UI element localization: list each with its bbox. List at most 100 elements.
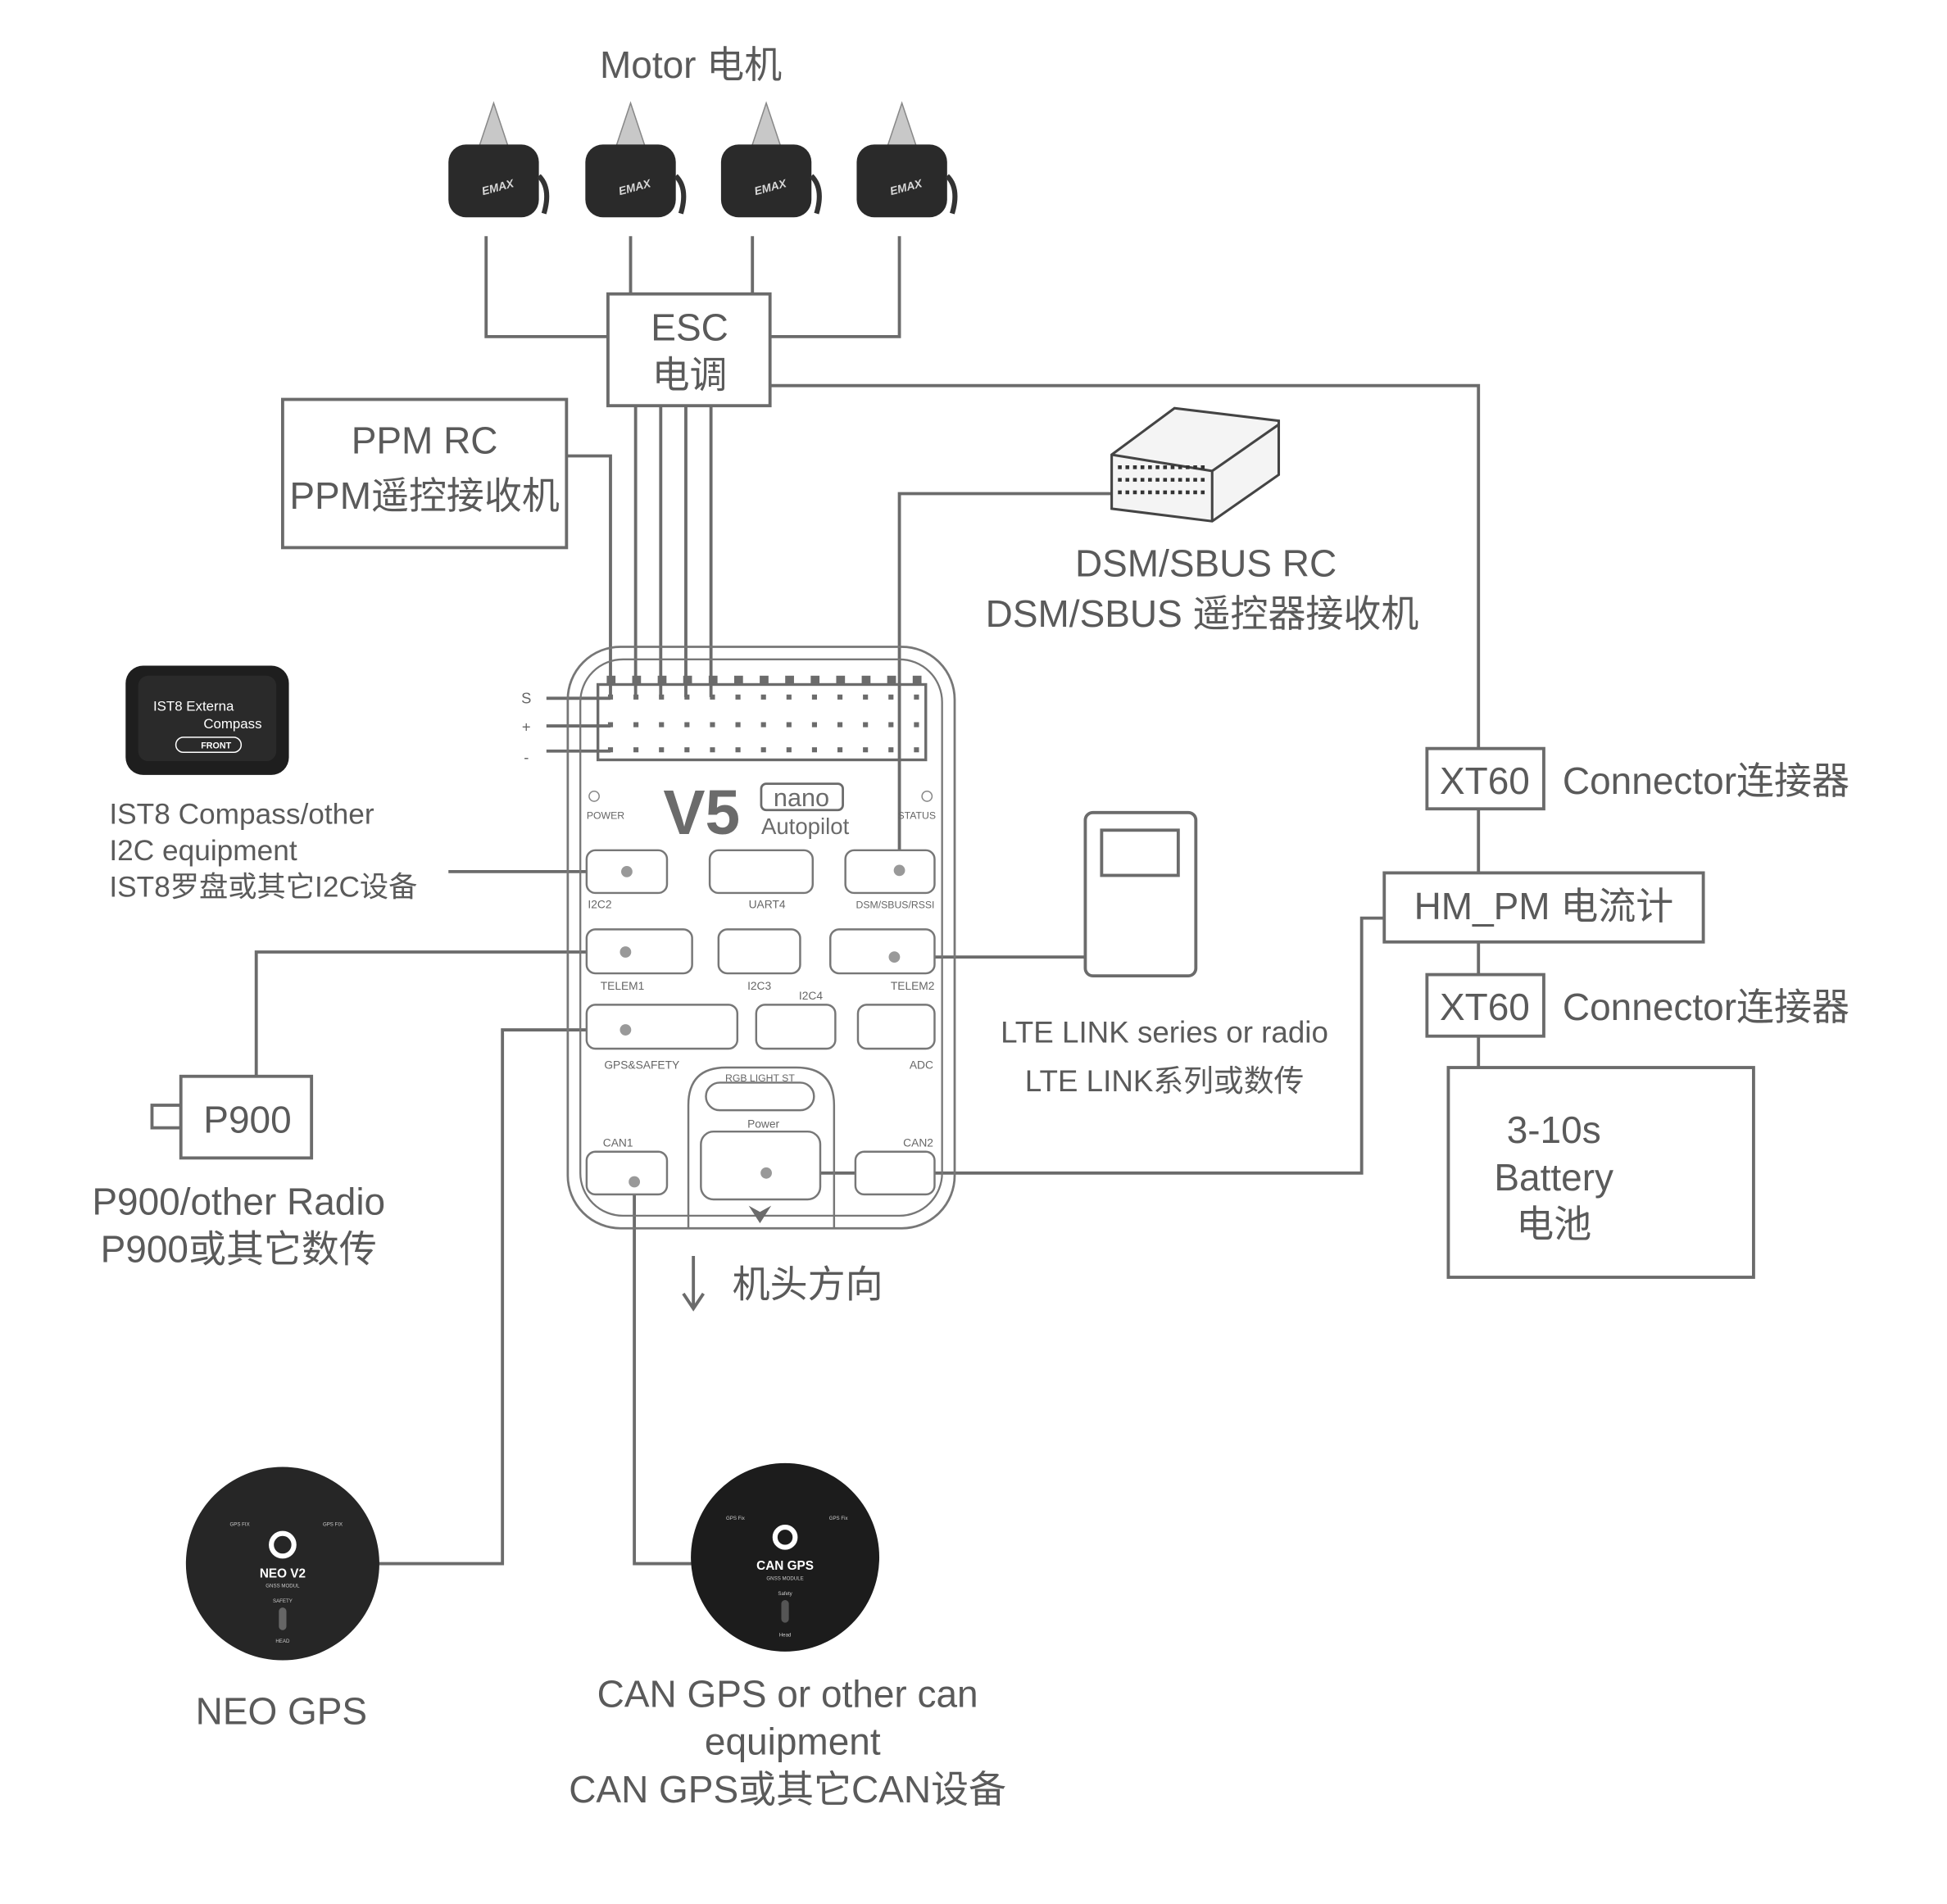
v5-nano-board: POWER STATUS V5 nano Autopilot I2C2 UART…: [566, 646, 956, 1230]
connector-top-label: Connector连接器: [1563, 759, 1849, 802]
header-pin: [861, 675, 871, 685]
can-gps-image: CAN GPS GNSS MODULE Safety Head GPS Fix …: [691, 1462, 880, 1652]
header-pin: [683, 675, 692, 685]
port-label: RGB LIGHT ST: [725, 1072, 795, 1084]
header-pin: [837, 694, 843, 700]
battery-label: Battery: [1494, 1156, 1613, 1199]
heading-down-arrow-icon: [682, 1255, 706, 1312]
port-label: ADC: [910, 1059, 933, 1072]
neo-head: HEAD: [275, 1639, 290, 1644]
header-pin: [810, 675, 820, 685]
header-pin: [760, 722, 766, 728]
header-pin: [710, 694, 715, 700]
power-led-icon: [588, 791, 600, 802]
hm-pm-box: [1382, 871, 1705, 944]
xt60-top-label: XT60: [1440, 759, 1530, 802]
port-gps-safety: [585, 1004, 739, 1050]
header-pin: [888, 747, 894, 753]
header-pin: [811, 694, 818, 700]
p900-label: P900/other Radio: [92, 1180, 385, 1222]
header-pin: [633, 747, 639, 753]
header-pin: [607, 722, 614, 728]
motor-icon: EMAX: [720, 101, 822, 218]
header-pin: [863, 722, 869, 728]
header-pin: [914, 722, 919, 728]
header-pin: [785, 675, 794, 685]
header-pin: [607, 694, 614, 700]
header-pin: [760, 694, 766, 700]
wires: [254, 236, 1481, 1566]
neo-gps-label: NEO GPS: [196, 1690, 367, 1733]
header-pin: [914, 747, 919, 753]
can-fix: GPS Fix: [726, 1516, 745, 1521]
heading-label: 机头方向: [733, 1263, 883, 1306]
compass-label-cn: IST8罗盘或其它I2C设备: [109, 872, 417, 904]
header-pin: [659, 722, 665, 728]
ppm-rc-label-cn: PPM遥控接收机: [289, 474, 559, 517]
port-label: CAN1: [603, 1137, 633, 1149]
header-pin: [633, 694, 639, 700]
header-pin: [735, 722, 741, 728]
header-pin: [684, 694, 690, 700]
esc-box: [606, 292, 772, 408]
header-pin: [914, 694, 919, 700]
port-i2c4: [755, 1004, 837, 1050]
p900-antenna: [150, 1104, 183, 1130]
header-pin: [786, 747, 792, 753]
ppm-rc-label: PPM RC: [352, 419, 498, 461]
pin-label-minus: -: [524, 749, 529, 766]
p900-device-label: P900: [203, 1099, 291, 1141]
neo-fix: GPS FIX: [323, 1522, 343, 1528]
board-subtitle: Autopilot: [761, 814, 850, 839]
header-pin: [633, 722, 639, 728]
can-gps-label-cn: CAN GPS或其它CAN设备: [569, 1768, 1006, 1811]
dsm-receiver-image: [1110, 406, 1281, 523]
header-pin: [708, 675, 718, 685]
port-label: CAN2: [903, 1137, 933, 1149]
can-gps-label: equipment: [705, 1720, 881, 1763]
header-pin: [733, 675, 743, 685]
header-pin: [735, 747, 741, 753]
port-label: I2C4: [799, 990, 823, 1002]
compass-device-text: IST8 Externa: [153, 699, 234, 714]
header-pin: [888, 722, 894, 728]
dsm-rc-label: DSM/SBUS RC: [1075, 542, 1337, 585]
neo-device-name: NEO V2: [260, 1566, 306, 1580]
battery-label: 3-10s: [1507, 1108, 1601, 1151]
header-pin: [659, 694, 665, 700]
board-variant: nano: [774, 784, 829, 812]
header-pin: [837, 722, 843, 728]
neo-fix: GPS FIX: [230, 1522, 250, 1528]
compass-front-text: FRONT: [201, 741, 231, 751]
port-can1: [585, 1150, 669, 1196]
xt60-top-box: [1425, 746, 1545, 811]
can-device-name: CAN GPS: [756, 1559, 814, 1573]
port-telem1: [585, 928, 693, 975]
header-pin: [863, 747, 869, 753]
header-pin: [659, 747, 665, 753]
header-pin: [811, 722, 818, 728]
battery-box: [1446, 1066, 1755, 1279]
port-telem2: [829, 928, 936, 975]
p900-label-cn: P900或其它数传: [101, 1228, 377, 1271]
port-label: I2C3: [747, 980, 771, 992]
board-model: V5: [663, 778, 740, 848]
port-dsm: [844, 849, 936, 895]
can-head: Head: [779, 1632, 792, 1638]
port-adc: [856, 1004, 936, 1050]
header-pin: [786, 694, 792, 700]
port-label: Power: [747, 1118, 779, 1131]
ist8-compass-image: IST8 Externa Compass FRONT: [125, 665, 289, 775]
port-rgb-light: [705, 1081, 815, 1112]
header-pin: [912, 675, 922, 685]
lte-label-cn: LTE LINK系列或数传: [1025, 1064, 1304, 1098]
header-pin: [710, 722, 715, 728]
can-gps-label: CAN GPS or other can: [597, 1672, 978, 1715]
heading-arrow-icon: [748, 1205, 772, 1224]
motor-icon: EMAX: [448, 101, 550, 218]
motor-icon: EMAX: [585, 101, 687, 218]
esc-label: ESC: [651, 306, 728, 348]
compass-label: I2C equipment: [109, 835, 297, 867]
header-pin: [863, 694, 869, 700]
